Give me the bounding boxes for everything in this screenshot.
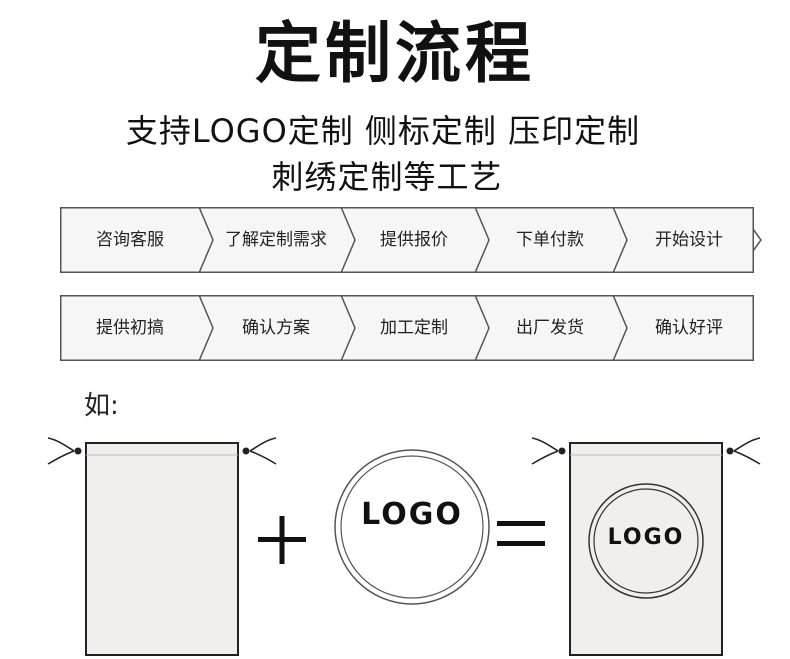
- flow-step-shipping: 出厂发货: [516, 318, 584, 338]
- subtitle-line-2: 刺绣定制等工艺: [271, 158, 503, 196]
- flow-step-confirm-plan: 确认方案: [242, 318, 310, 338]
- example-illustration: [47, 437, 761, 656]
- flow-step-first-draft: 提供初搞: [96, 318, 164, 338]
- process-flow-row-1: 咨询客服 了解定制需求 提供报价 下单付款 开始设计: [60, 207, 762, 273]
- flow-step-design: 开始设计: [655, 230, 723, 250]
- page-title: 定制流程: [255, 15, 535, 92]
- logo-circle-illustration: [334, 449, 490, 605]
- flow-step-good-review: 确认好评: [655, 318, 723, 338]
- plus-sign: [258, 516, 306, 564]
- flow-row-1-frame: [60, 207, 762, 273]
- bag-logo-text: LOGO: [607, 525, 685, 550]
- branded-bag-illustration: [531, 437, 761, 656]
- flow-step-order-pay: 下单付款: [516, 230, 584, 250]
- flow-row-2-frame: [60, 295, 754, 361]
- flow-step-production: 加工定制: [380, 318, 448, 338]
- flow-step-quote: 提供报价: [380, 230, 448, 250]
- flow-step-consult: 咨询客服: [96, 230, 164, 250]
- blank-bag-illustration: [47, 437, 277, 656]
- subtitle-line-1: 支持LOGO定制 侧标定制 压印定制: [125, 112, 641, 150]
- flow-step-requirements: 了解定制需求: [225, 230, 327, 250]
- logo-text: LOGO: [361, 497, 463, 532]
- equals-sign: [497, 521, 545, 546]
- example-label: 如:: [84, 391, 119, 421]
- process-flow-row-2: 提供初搞 确认方案 加工定制 出厂发货 确认好评: [60, 295, 754, 361]
